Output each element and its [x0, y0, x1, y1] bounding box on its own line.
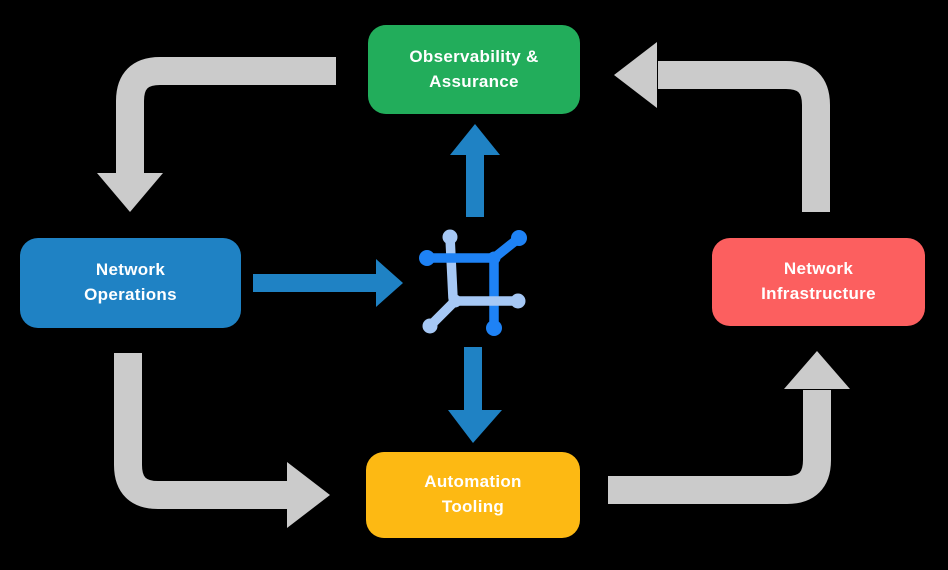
node-network-infrastructure: Network Infrastructure — [712, 238, 925, 326]
arrow-observability-to-operations — [97, 57, 336, 212]
node-observability-assurance-label: Observability & Assurance — [409, 46, 539, 91]
arrow-infrastructure-to-observability — [614, 42, 830, 212]
node-automation-tooling-label: Automation Tooling — [424, 472, 522, 516]
arrow-operations-to-center — [253, 259, 403, 307]
arrow-center-to-observability — [450, 124, 500, 217]
node-network-operations-label: Network Operations — [84, 260, 177, 304]
arrow-tooling-to-infrastructure — [608, 351, 850, 504]
arrow-center-to-tooling — [448, 347, 502, 443]
network-automation-icon — [419, 229, 527, 336]
node-network-infrastructure-label: Network Infrastructure — [761, 259, 876, 303]
node-observability-assurance: Observability & Assurance — [368, 25, 580, 114]
node-network-operations: Network Operations — [20, 238, 241, 328]
arrow-operations-to-tooling — [114, 353, 330, 528]
node-automation-tooling: Automation Tooling — [366, 452, 580, 538]
